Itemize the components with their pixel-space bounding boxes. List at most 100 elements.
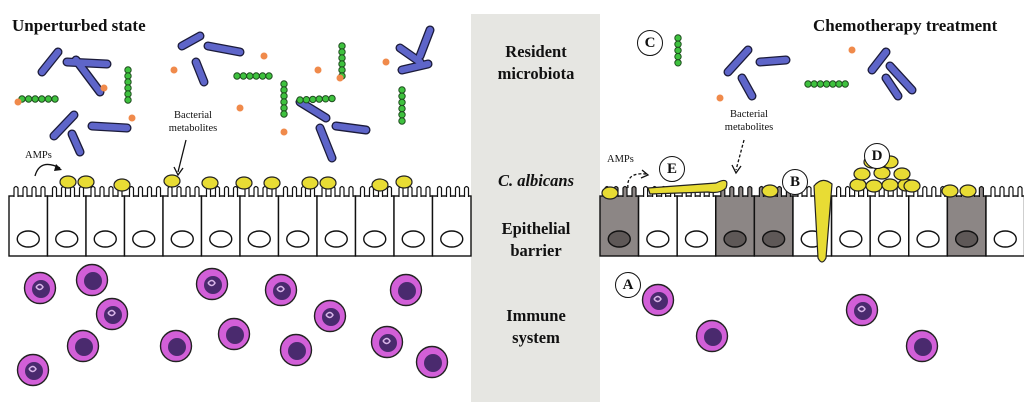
metabolite <box>236 104 244 112</box>
bacillus-fill <box>192 58 208 86</box>
candida-yeast <box>903 179 921 193</box>
neutrophil <box>695 319 729 353</box>
right-metabolites-arrowhead <box>731 164 742 175</box>
left-amps-label: AMPs <box>25 150 52 161</box>
metabolite <box>382 58 390 66</box>
neutrophil <box>95 297 129 331</box>
coccus <box>280 92 288 100</box>
coccus <box>31 95 39 103</box>
coccus <box>398 92 406 100</box>
neutrophil <box>195 267 229 301</box>
coccus <box>280 86 288 94</box>
epithelial-cell <box>393 185 434 257</box>
candida-yeast <box>893 167 911 181</box>
candida-yeast <box>395 175 413 189</box>
neutrophil <box>279 333 313 367</box>
arrows-layer <box>34 139 745 189</box>
coccus <box>338 66 346 74</box>
candida-yeast <box>371 178 389 192</box>
coccus <box>309 95 317 104</box>
coccus <box>398 98 406 107</box>
coccus <box>398 86 406 94</box>
candida-yeast <box>235 176 253 190</box>
epithelial-cell <box>200 185 241 257</box>
coccus <box>841 80 849 88</box>
neutrophil <box>23 271 57 305</box>
bacillus-fill <box>178 32 204 50</box>
epithelial-layer <box>8 185 1024 257</box>
bacillus-fill <box>416 26 434 60</box>
coccus <box>674 52 682 61</box>
marker-b: B <box>782 169 808 195</box>
neutrophil <box>16 353 50 387</box>
coccus <box>674 59 682 67</box>
epithelial-cell <box>354 185 395 257</box>
coccus <box>280 80 288 88</box>
neutrophil <box>641 283 675 317</box>
neutrophil <box>415 345 449 379</box>
metabolite <box>848 46 856 54</box>
metabolite <box>314 66 322 74</box>
coccus <box>674 46 682 55</box>
bacillus-fill <box>88 122 131 132</box>
right-panel-title: Chemotherapy treatment <box>813 16 998 35</box>
bacillus-fill <box>316 124 336 162</box>
epithelial-cell <box>676 185 717 257</box>
marker-d: D <box>864 143 890 169</box>
candida-hypha <box>647 179 728 195</box>
immune-layer <box>16 263 939 387</box>
metabolite <box>280 128 288 136</box>
coccus <box>398 111 406 119</box>
epithelial-cell <box>162 185 203 257</box>
candida-yeast <box>853 167 871 181</box>
damaged-epithelial-cell <box>715 185 755 257</box>
bacillus-fill <box>396 44 424 66</box>
coccus <box>315 95 323 103</box>
coccus <box>398 117 406 125</box>
metabolite <box>336 74 344 82</box>
coccus <box>252 72 260 80</box>
coccus <box>124 72 132 80</box>
neutrophil <box>159 329 193 363</box>
candida-yeast <box>761 184 779 198</box>
metabolite <box>260 52 268 60</box>
epithelial-cell <box>123 185 164 257</box>
coccus <box>674 40 682 48</box>
marker-e: E <box>659 156 685 182</box>
candida-yeast <box>113 178 131 192</box>
bacillus-fill <box>38 48 62 76</box>
neutrophil <box>264 273 298 307</box>
coccus <box>829 80 837 88</box>
candida-yeast <box>77 175 95 189</box>
coccus <box>280 98 288 106</box>
candida-yeast <box>959 184 977 198</box>
metabolite <box>716 94 724 102</box>
neutrophil <box>389 273 423 307</box>
coccus <box>51 95 59 103</box>
epithelial-cell <box>908 185 948 257</box>
metabolites-arrow <box>177 139 187 173</box>
coccus <box>804 80 812 88</box>
coccus <box>24 95 33 103</box>
coccus <box>338 48 346 56</box>
coccus <box>328 94 336 103</box>
coccus <box>302 96 311 104</box>
candida-yeast <box>941 184 959 198</box>
neutrophil <box>905 329 939 363</box>
bacillus-fill <box>332 122 370 134</box>
coccus <box>338 54 346 62</box>
epithelial-cell <box>85 185 126 257</box>
epithelial-cell <box>46 185 87 257</box>
coccus <box>835 80 843 88</box>
candida-yeast <box>849 178 867 192</box>
coccus <box>296 96 304 104</box>
bacillus-fill <box>68 130 84 156</box>
epithelial-cell <box>316 185 357 257</box>
marker-c: C <box>637 30 663 56</box>
label-candida-albicans: C. albicans <box>497 171 575 190</box>
